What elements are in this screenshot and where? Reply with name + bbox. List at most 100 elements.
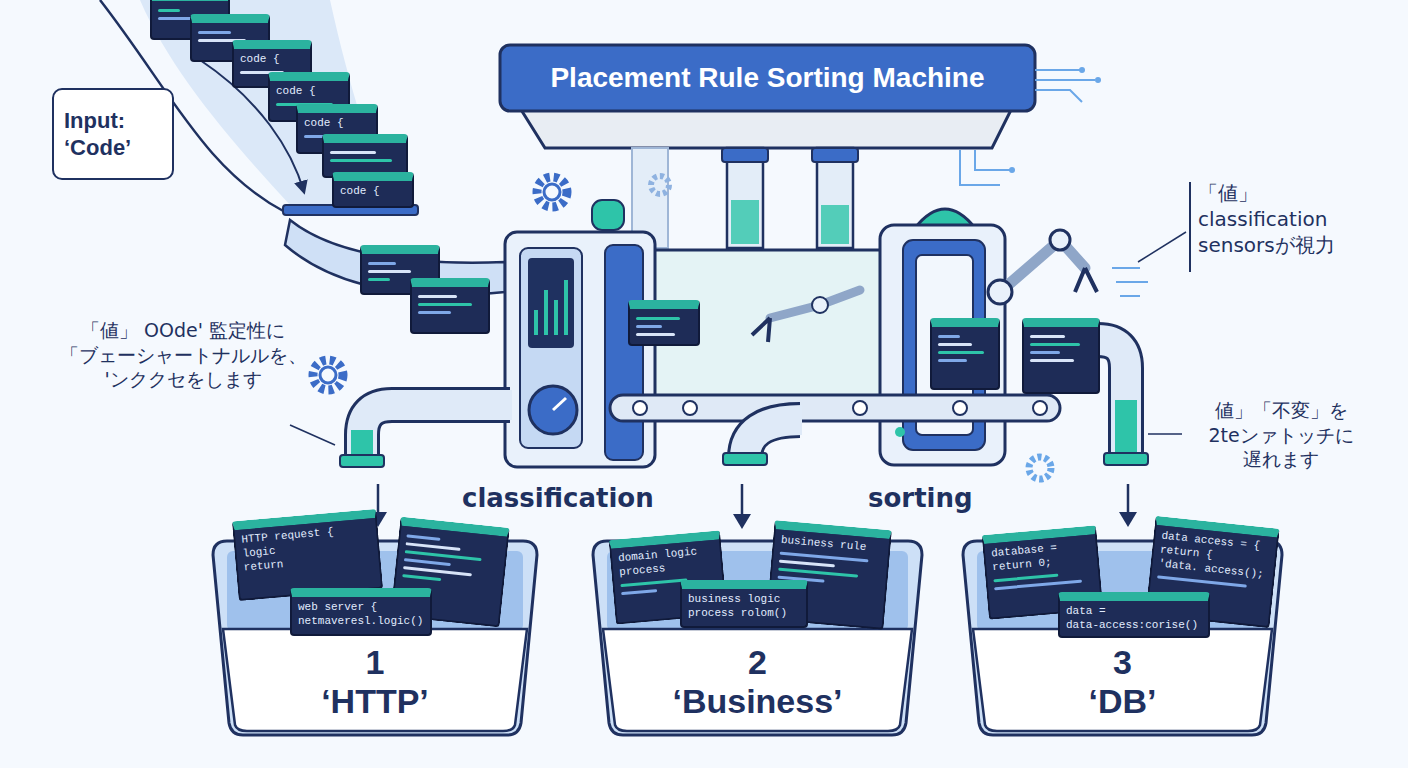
code-bar — [418, 303, 472, 306]
code-line: code { — [276, 84, 342, 98]
gear-icon — [320, 367, 336, 383]
stage-label: sorting — [868, 482, 1008, 516]
code-bar — [404, 558, 451, 566]
gear-icon — [537, 177, 567, 207]
arm-joint — [988, 280, 1012, 304]
leader-line — [1148, 433, 1182, 435]
code-line: code { — [304, 116, 370, 130]
title-banner — [500, 45, 1035, 111]
bin-number: 3 — [1113, 643, 1132, 682]
conveyor-belt — [610, 395, 1060, 421]
code-card — [1022, 318, 1100, 394]
status-lamp — [592, 200, 624, 230]
tube-liquid — [821, 205, 849, 244]
code-bar — [198, 31, 231, 34]
bin-name: ‘Business’ — [672, 682, 842, 721]
screen-bars — [536, 280, 566, 335]
robot-arm — [770, 290, 860, 318]
pipe-outlet — [1104, 453, 1148, 465]
code-bar — [1030, 351, 1060, 354]
callout-note: 「値」 OOde' 監定性に 「ブェーシャートナルルを、 'ンククセをします — [48, 318, 318, 392]
tube-liquid — [731, 200, 759, 244]
code-bar — [621, 589, 658, 595]
gear-icon — [313, 360, 343, 390]
code-bar — [418, 295, 457, 298]
code-card: data =data-access:corise() — [1058, 592, 1210, 638]
code-bar — [1030, 359, 1074, 362]
leader-line — [1138, 232, 1186, 262]
code-bar — [368, 262, 396, 265]
code-bar — [330, 159, 392, 162]
belt-roller — [853, 401, 867, 415]
circuit-node — [1009, 167, 1015, 173]
belt-roller — [953, 401, 967, 415]
code-line: netmaveresl.logic() — [298, 614, 424, 628]
monitor-screen — [528, 258, 574, 348]
outlet-pipe — [362, 405, 512, 460]
code-bar — [779, 560, 835, 568]
code-bar — [938, 343, 972, 346]
pipe-liquid — [1115, 400, 1137, 458]
drop-arrow — [377, 484, 380, 514]
code-bar — [636, 317, 680, 320]
tube-cap — [812, 148, 858, 162]
leader-line — [290, 425, 335, 445]
bin-label-group: 3‘DB’ — [955, 637, 1290, 727]
belt-roller — [683, 401, 697, 415]
pressure-gauge — [529, 386, 577, 434]
bin-label-group: 2‘Business’ — [585, 637, 930, 727]
code-line: HTTP request { — [241, 521, 371, 546]
code-card — [930, 318, 1000, 390]
bin-number: 1 — [366, 643, 385, 682]
input-box: Input: ‘Code’ — [52, 88, 174, 180]
arm-joint — [1050, 230, 1070, 250]
code-line: code { — [240, 52, 304, 66]
code-card — [628, 300, 700, 346]
bin-front — [223, 629, 527, 731]
code-line: data = — [1066, 604, 1202, 618]
arm-claw — [1075, 268, 1097, 292]
code-card — [410, 278, 490, 334]
bin-label-group: 1‘HTTP’ — [205, 637, 545, 727]
code-card: code { — [332, 172, 414, 208]
unit-side — [605, 245, 643, 460]
drop-arrow — [741, 484, 744, 516]
node-label: Input: ‘Code’ — [64, 107, 162, 162]
callout-note: 値」「不変」を 2teンァトッチに 遅れます — [1186, 398, 1376, 472]
code-bar — [636, 333, 675, 336]
arm-claw — [752, 318, 770, 342]
code-bar — [993, 574, 1058, 583]
code-line: process rolom() — [688, 606, 800, 620]
gear-icon — [651, 176, 669, 194]
bin-front — [973, 629, 1272, 731]
code-bar — [406, 542, 461, 551]
callout-note: 「値」 classification sensorsが視力 — [1198, 180, 1383, 258]
code-bar — [1030, 343, 1080, 346]
bin-name: ‘DB’ — [1089, 682, 1157, 721]
code-line: code { — [340, 184, 406, 198]
hopper-basin — [520, 108, 1012, 148]
code-bar — [994, 580, 1082, 591]
belt-roller — [633, 401, 647, 415]
circuit-node — [1079, 67, 1085, 73]
drop-arrow — [1119, 512, 1137, 527]
code-card: business logicprocess rolom() — [680, 580, 808, 628]
code-line: data-access:corise() — [1066, 618, 1202, 632]
gear-icon — [544, 184, 560, 200]
bin-body — [963, 541, 1282, 735]
pipe-outlet — [723, 453, 767, 465]
code-line: domain logic — [618, 543, 715, 565]
gear-icon — [1029, 457, 1051, 479]
gauge-needle — [553, 398, 566, 410]
unit-light — [895, 427, 905, 437]
code-line: web server { — [298, 600, 424, 614]
code-bar — [402, 574, 441, 581]
arm-joint — [812, 297, 828, 313]
robot-arm — [1000, 240, 1085, 292]
code-line: business logic — [688, 592, 800, 606]
bin-front — [603, 629, 912, 731]
sensor-beams — [1112, 268, 1148, 296]
code-bar — [620, 578, 687, 587]
bin-name: ‘HTTP’ — [321, 682, 429, 721]
